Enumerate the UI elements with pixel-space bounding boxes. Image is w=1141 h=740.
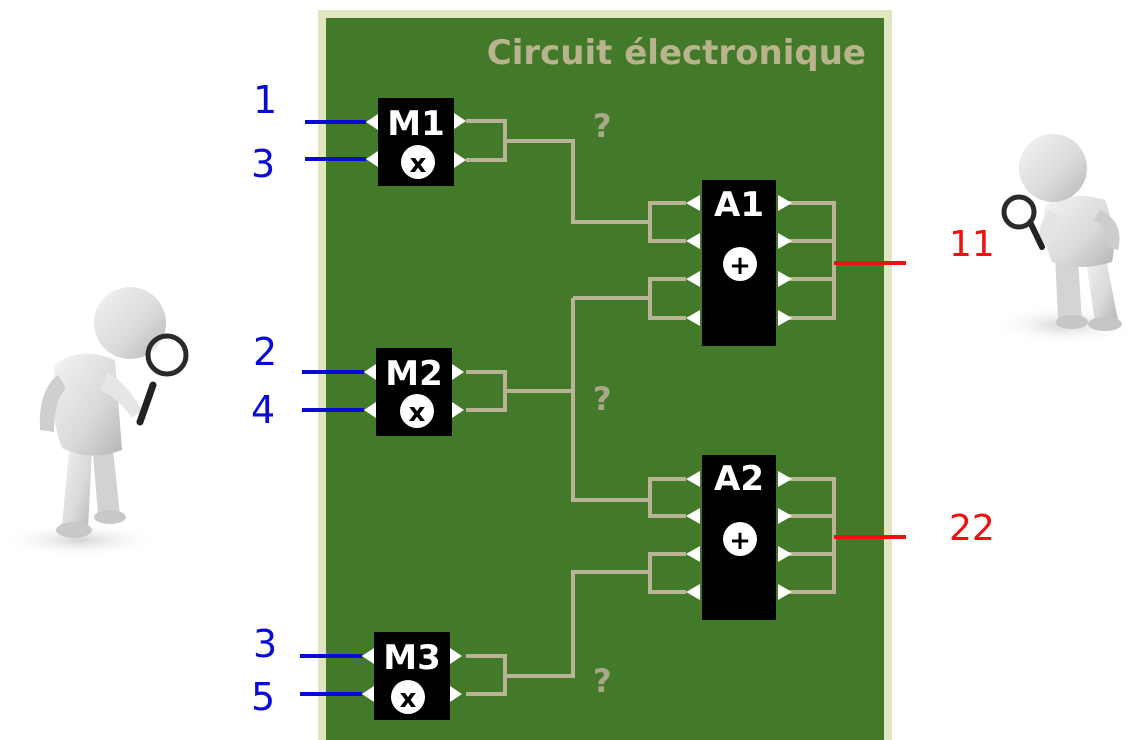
adder-a1: A1 + [686,180,792,346]
output-wires [834,261,906,539]
input-value: 5 [251,675,275,719]
svg-text:+: + [729,251,751,281]
unknown-mark: ? [593,107,612,145]
multiply-icon [400,394,434,428]
multiply-icon [391,680,425,714]
input-wires [300,120,366,696]
multiply-icon [401,145,435,179]
unknown-mark: ? [593,662,612,700]
input-value: 3 [253,622,277,666]
plus-icon [723,522,757,556]
input-value: 4 [251,388,275,432]
magnifying-glass-icon [136,333,189,426]
chip-label: M2 [385,354,443,394]
svg-text:+: + [729,526,751,556]
output-value: 11 [949,224,995,265]
input-value: 3 [251,142,275,186]
traces [466,119,836,696]
multiplier-m1: M1 x [366,98,466,186]
output-value: 22 [949,508,995,549]
right-detective-figure [990,134,1140,345]
magnifying-glass-icon [1001,194,1045,250]
chip-label: M1 [387,104,445,144]
input-value: 2 [253,330,277,374]
board-title: Circuit électronique [487,33,866,73]
chip-label: A2 [714,459,764,499]
input-value: 1 [253,78,277,122]
multiplier-m3: M3 x [362,632,462,720]
plus-icon [723,247,757,281]
left-detective-figure [0,287,189,558]
chip-label: M3 [383,638,441,678]
svg-text:x: x [410,149,427,179]
chip-label: A1 [714,185,764,225]
unknown-mark: ? [593,380,612,418]
multiplier-m2: M2 x [364,348,464,436]
svg-text:x: x [409,398,426,428]
adder-a2: A2 + [686,455,792,620]
svg-text:x: x [400,684,417,714]
